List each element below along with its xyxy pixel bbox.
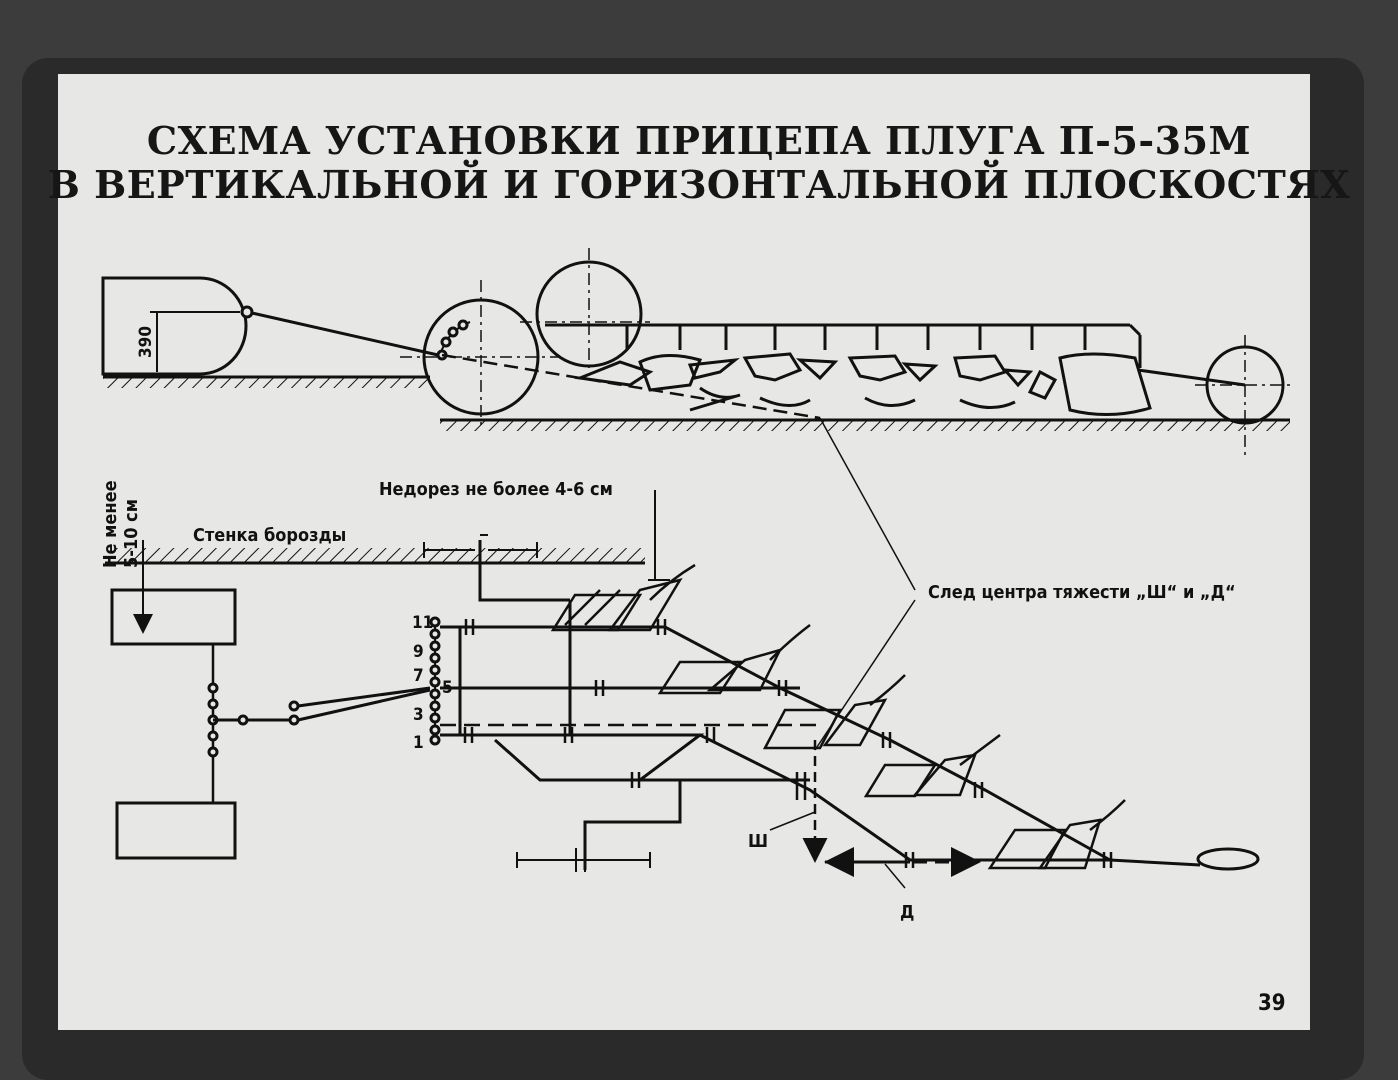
furrow-wall-label: Стенка борозды (193, 525, 346, 546)
furrow-wall-hatch (112, 548, 645, 562)
page-number: 39 (1258, 991, 1286, 1016)
tractor-rear-wheel (115, 801, 237, 860)
tractor-front-wheel (110, 588, 237, 646)
hole-number-11: 11 (412, 613, 433, 633)
ground-hatch-left (103, 378, 430, 388)
hole-number-9: 9 (413, 642, 424, 662)
side-view (101, 248, 1290, 591)
hitch-height-label: 390 (136, 326, 156, 358)
hole-number-1: 1 (413, 733, 424, 753)
hole-number-3: 3 (413, 705, 424, 725)
diagram-title-line1: СХЕМА УСТАНОВКИ ПРИЦЕПА ПЛУГА П-5-35М (146, 118, 1252, 163)
min-gap-label-line2: 5-10 см (121, 499, 142, 568)
gravity-trace-label: След центра тяжести „Ш“ и „Д“ (928, 582, 1236, 603)
plan-view (105, 490, 1260, 889)
ground-hatch-furrow (440, 421, 1290, 431)
min-gap-label-line1: Не менее (100, 480, 121, 568)
center-sh-label: Ш (748, 831, 768, 852)
hole-number-7: 7 (413, 666, 424, 686)
center-d-label: Д (900, 902, 914, 923)
diagram-title-line2: В ВЕРТИКАЛЬНОЙ И ГОРИЗОНТАЛЬНОЙ ПЛОСКОСТ… (47, 162, 1351, 207)
tractor-outline (101, 276, 248, 376)
undercut-label: Недорез не более 4-6 см (379, 479, 613, 500)
hole-number-5: 5 (442, 678, 453, 698)
rear-wheel-plan (1196, 847, 1260, 871)
